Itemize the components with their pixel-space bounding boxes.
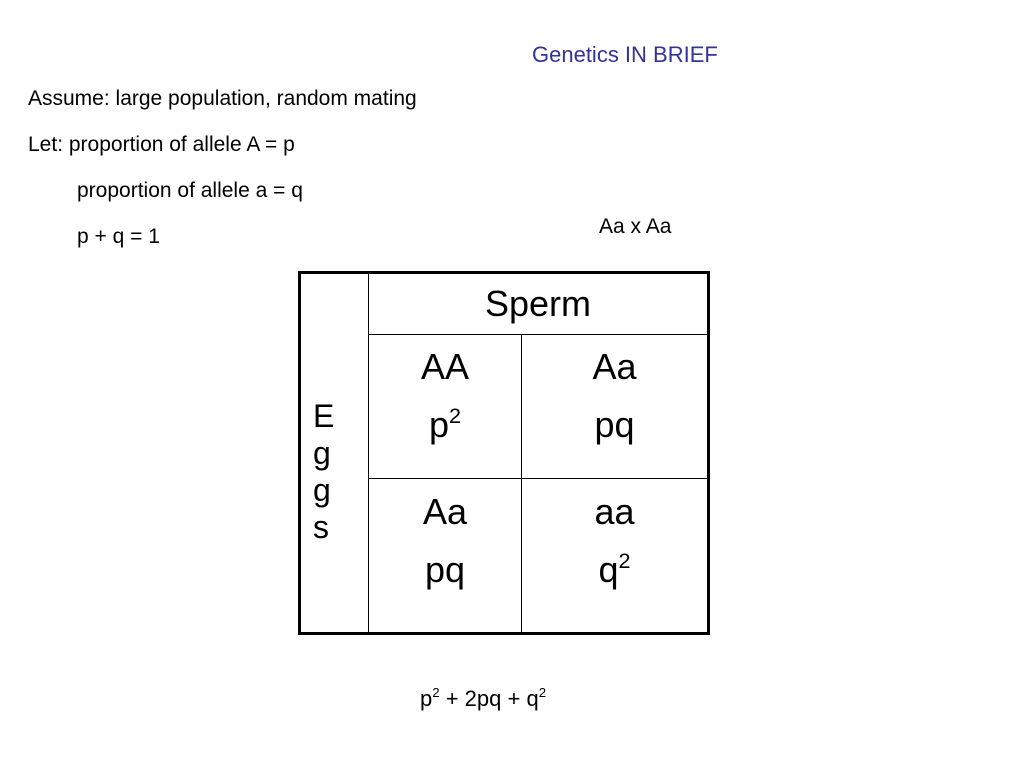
- q-definition-line: proportion of allele a = q: [77, 179, 303, 202]
- slide-title: Genetics IN BRIEF: [532, 42, 718, 67]
- punnett-cell-aa: aa q2: [522, 479, 707, 632]
- sum-line: p + q = 1: [77, 225, 160, 248]
- punnett-cell-AA: AA p2: [369, 335, 522, 479]
- let-line: Let: proportion of allele A = p: [28, 133, 295, 156]
- eggs-column: E g g s: [301, 274, 369, 632]
- genotype-label: Aa: [592, 346, 637, 387]
- eggs-letter: g: [313, 472, 331, 508]
- punnett-cell-Aa-top: Aa pq: [522, 335, 707, 479]
- assume-line: Assume: large population, random mating: [28, 87, 417, 110]
- eggs-letter: g: [313, 435, 331, 471]
- eggs-letter: s: [313, 509, 329, 545]
- genotype-label: AA: [420, 346, 470, 387]
- hardy-weinberg-formula: p2 + 2pq + q2: [420, 685, 547, 711]
- punnett-cell-Aa-bottom: Aa pq: [369, 479, 522, 632]
- frequency-label: p2: [428, 402, 462, 445]
- frequency-label: pq: [424, 549, 466, 590]
- cross-label: Aa x Aa: [599, 215, 672, 238]
- eggs-letter: E: [313, 398, 335, 434]
- eggs-label: E g g s: [313, 398, 337, 546]
- punnett-square: E g g s Sperm AA p2 Aa pq Aa pq aa q2: [298, 271, 710, 635]
- sperm-header: Sperm: [369, 274, 707, 335]
- genotype-label: Aa: [422, 491, 468, 532]
- frequency-label: pq: [594, 404, 635, 445]
- frequency-label: q2: [598, 547, 631, 590]
- genotype-label: aa: [594, 491, 635, 532]
